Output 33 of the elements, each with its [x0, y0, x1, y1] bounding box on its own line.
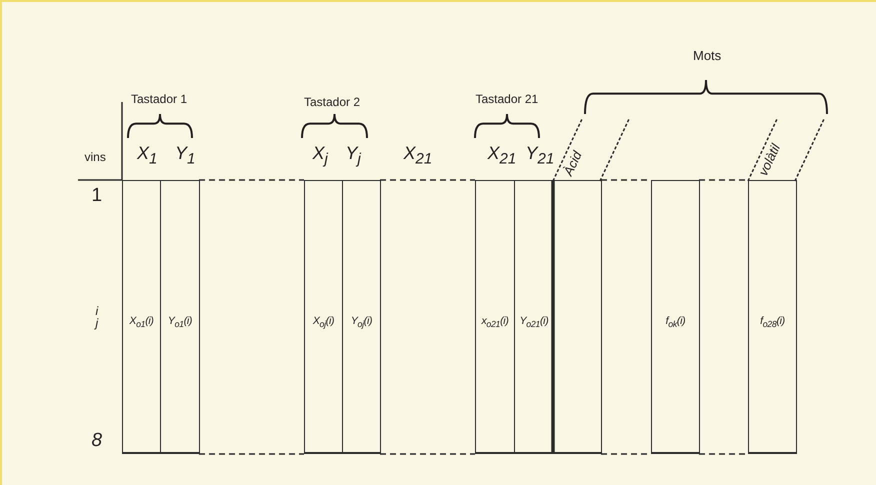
column-label: Y$_{21}$: [526, 143, 554, 168]
row-number: 8: [92, 430, 102, 452]
column-header: Àcid: [560, 148, 585, 178]
table-column: [122, 180, 161, 454]
table-column: [514, 180, 554, 454]
column-header: volàtil: [755, 142, 784, 178]
column-label: X$_{21}$: [488, 143, 516, 168]
row-number: 1: [92, 185, 102, 207]
row-index: i: [96, 304, 98, 318]
group-label: Tastador 2: [304, 95, 360, 109]
cell-formula: X$_{oj}$(i): [312, 315, 336, 330]
row-index: j: [96, 316, 98, 330]
cell-formula: Y$_{o21}$(i): [518, 315, 550, 330]
table-column: [475, 180, 515, 454]
cell-formula: f$_{o28}$(i): [759, 315, 786, 330]
table-column: [342, 180, 381, 454]
table-column: [304, 180, 343, 454]
column-label: X$_{j}$: [312, 143, 328, 168]
cell-formula: X$_{o1}$(i): [128, 315, 155, 330]
column-label: Y$_{1}$: [175, 143, 196, 168]
cell-formula: Y$_{o1}$(i): [166, 315, 194, 330]
column-label: Y$_{j}$: [346, 143, 361, 168]
group-label: Mots: [693, 48, 722, 63]
column-label: X$_{1}$: [137, 143, 158, 168]
cell-formula: x$_{o21}$(i): [480, 315, 510, 330]
cell-formula: f$_{ok}$(i): [664, 315, 686, 330]
cell-formula: Y$_{oj}$(i): [350, 315, 374, 330]
axis-label: vins: [84, 150, 106, 164]
column-label: X$_{21}$: [404, 143, 432, 168]
group-label: Tastador 21: [476, 92, 538, 106]
table-column: [651, 180, 700, 454]
table-column: [160, 180, 200, 454]
group-label: Tastador 1: [131, 92, 188, 106]
